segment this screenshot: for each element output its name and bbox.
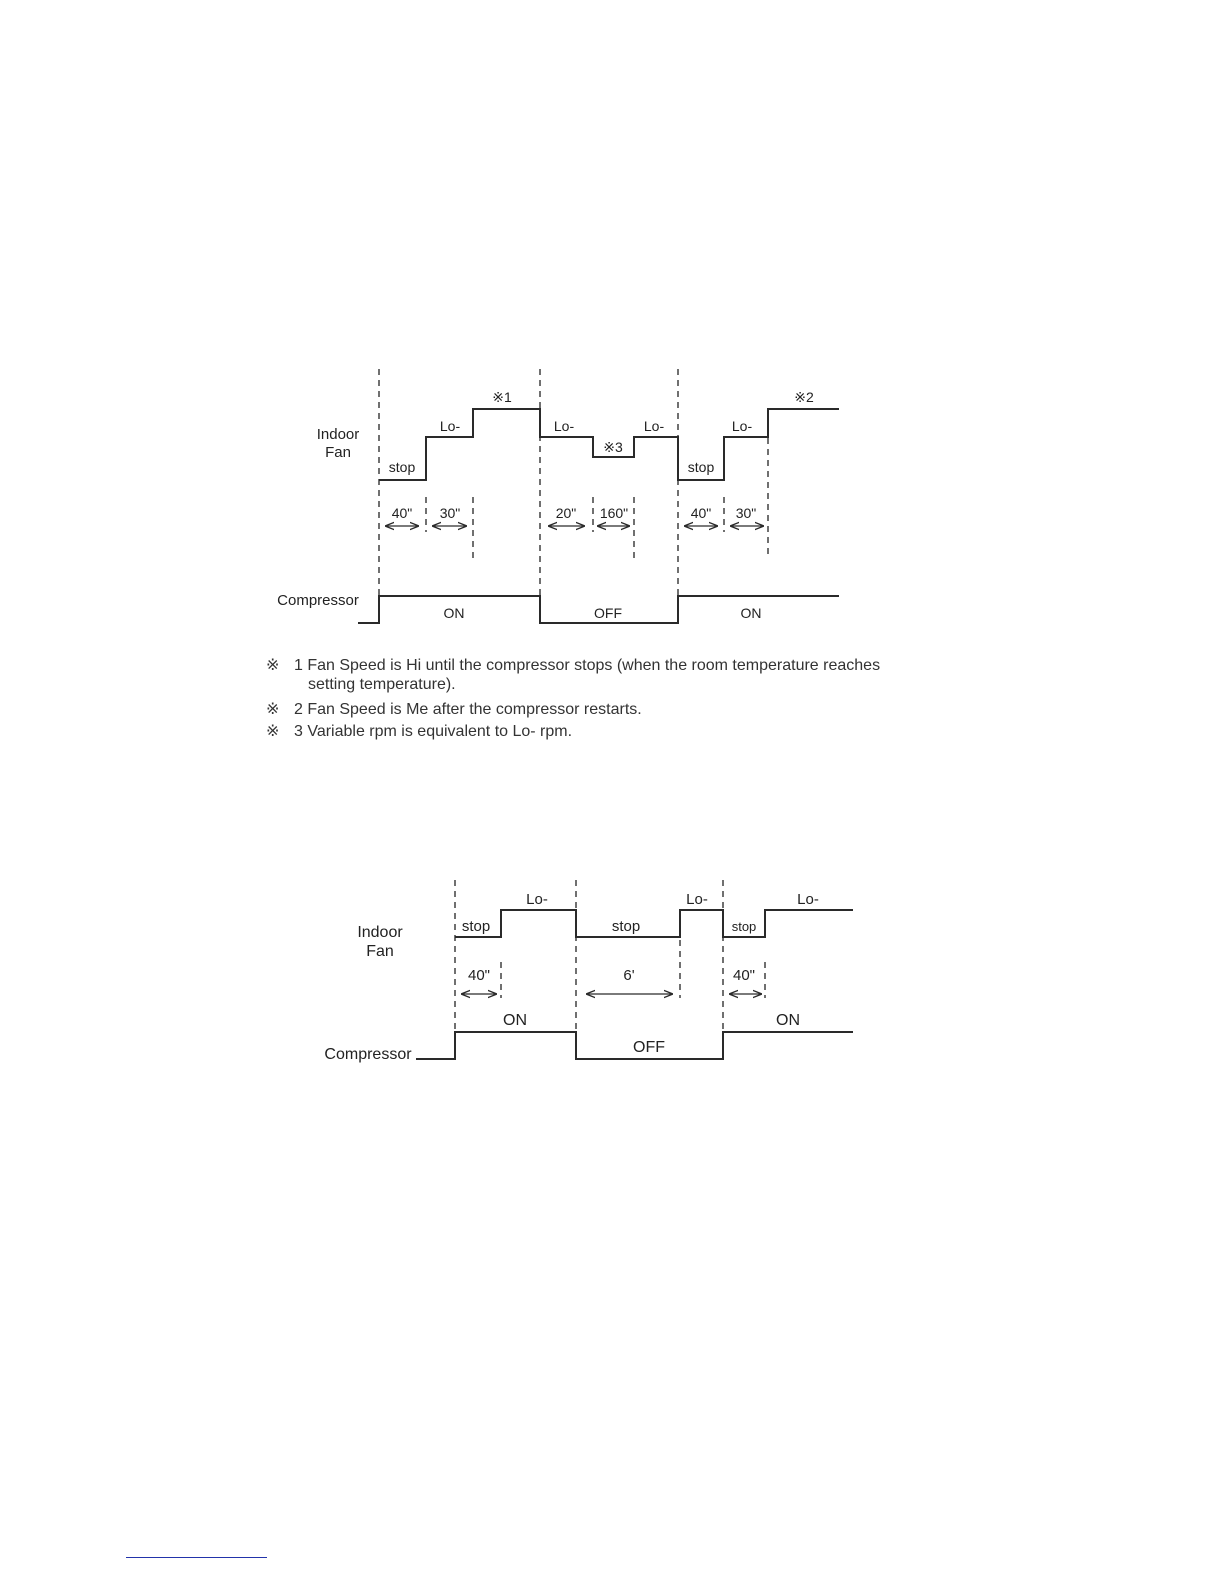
- note-marker: ※1: [492, 389, 512, 405]
- duration-label: 40": [392, 505, 413, 521]
- fan-state-label: stop: [389, 459, 416, 475]
- compressor-waveform: [358, 595, 839, 624]
- duration-label: 40": [468, 967, 490, 984]
- footer-link-underline[interactable]: [126, 1557, 267, 1558]
- duration-label: 40": [733, 967, 755, 984]
- fan-state-label: Lo-: [554, 418, 575, 434]
- note-marker: ※2: [794, 389, 814, 405]
- indoor-fan-label: Fan: [325, 444, 351, 461]
- compressor-state-label: OFF: [633, 1039, 665, 1056]
- note-marker: ※3: [603, 439, 623, 455]
- note-symbol: ※: [266, 657, 280, 674]
- note-2: ※ 2 Fan Speed is Me after the compressor …: [266, 699, 642, 719]
- note-text: 1 Fan Speed is Hi until the compressor s…: [294, 657, 881, 674]
- compressor-label: Compressor: [324, 1046, 412, 1063]
- note-symbol: ※: [266, 701, 280, 718]
- duration-label: 6': [623, 967, 634, 984]
- indoor-fan-waveform: [379, 408, 839, 481]
- duration-label: 160": [600, 505, 628, 521]
- fan-state-label: Lo-: [644, 418, 665, 434]
- duration-label: 30": [440, 505, 461, 521]
- compressor-label: Compressor: [277, 592, 359, 609]
- indoor-fan-waveform: [455, 909, 853, 938]
- fan-state-label: stop: [462, 918, 490, 935]
- duration-label: 30": [736, 505, 757, 521]
- indoor-fan-label: Fan: [366, 943, 394, 960]
- fan-state-label: Lo-: [440, 418, 461, 434]
- compressor-state-label: OFF: [594, 605, 622, 621]
- compressor-state-label: ON: [503, 1012, 527, 1029]
- fan-state-label: Lo-: [797, 891, 819, 908]
- compressor-waveform: [416, 1031, 853, 1060]
- fan-state-label: Lo-: [686, 891, 708, 908]
- compressor-state-label: ON: [444, 605, 465, 621]
- compressor-state-label: ON: [741, 605, 762, 621]
- fan-state-label: stop: [612, 918, 640, 935]
- diagram-2-dry-fan-timing: Indoor Fan Compressor stop Lo- stop Lo- …: [324, 880, 853, 1063]
- note-3: ※ 3 Variable rpm is equivalent to Lo- rpm…: [266, 721, 572, 741]
- fan-state-label: stop: [688, 459, 715, 475]
- fan-state-label: stop: [732, 919, 757, 934]
- note-symbol: ※: [266, 723, 280, 740]
- indoor-fan-label: Indoor: [357, 924, 403, 941]
- fan-state-label: Lo-: [526, 891, 548, 908]
- diagram-1-cooling-fan-timing: Indoor Fan Compressor stop Lo- Lo- Lo- s…: [277, 369, 839, 624]
- indoor-fan-label: Indoor: [317, 426, 360, 443]
- note-text: 3 Variable rpm is equivalent to Lo- rpm.: [294, 723, 573, 740]
- note-text: 2 Fan Speed is Me after the compressor r…: [294, 701, 642, 718]
- note-1-continued: setting temperature).: [308, 676, 456, 694]
- compressor-state-label: ON: [776, 1012, 800, 1029]
- note-1: ※ 1 Fan Speed is Hi until the compressor …: [266, 655, 880, 675]
- duration-label: 20": [556, 505, 577, 521]
- note-text: setting temperature).: [308, 676, 456, 693]
- duration-label: 40": [691, 505, 712, 521]
- fan-state-label: Lo-: [732, 418, 753, 434]
